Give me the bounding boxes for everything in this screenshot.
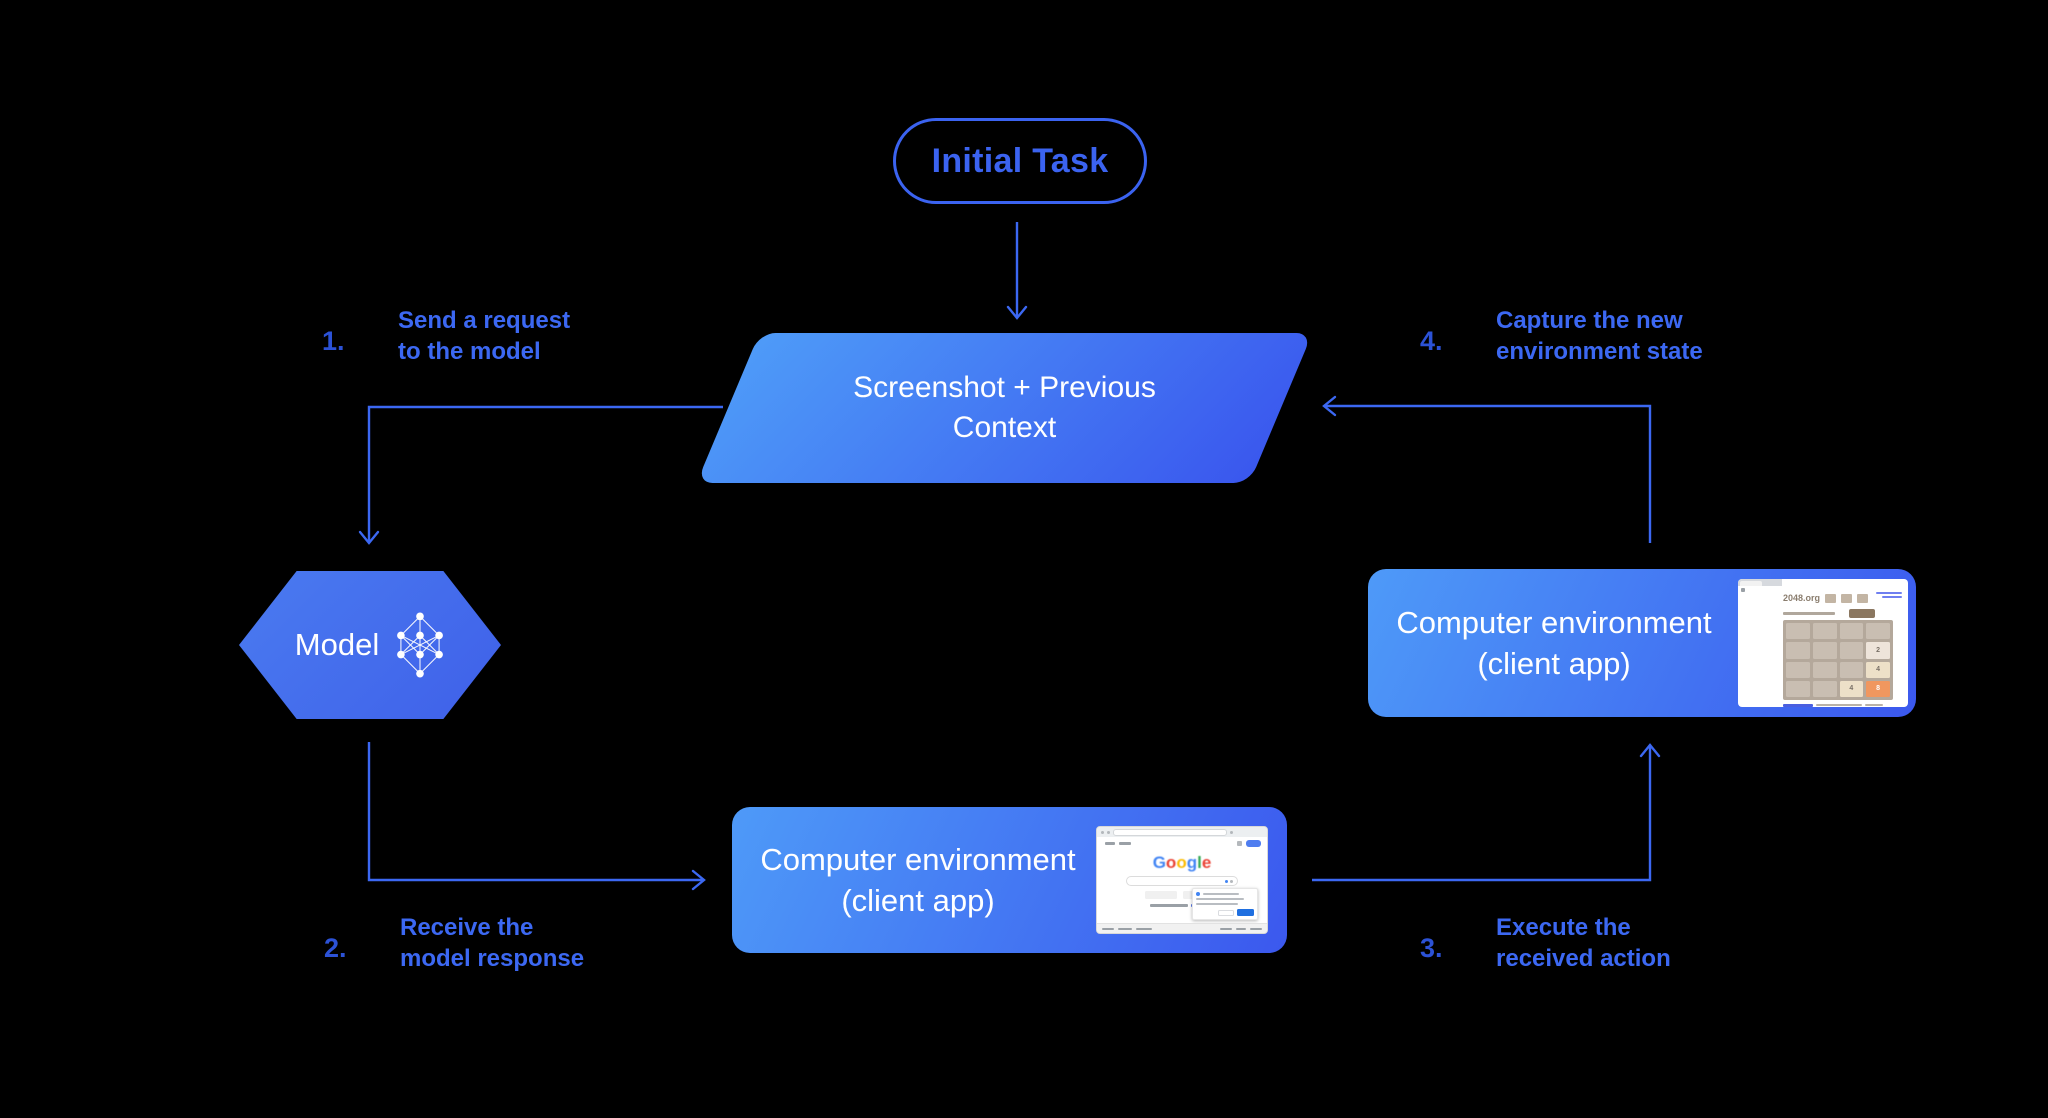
search-icon (1230, 879, 1233, 883)
context-label-line2: Context (952, 411, 1057, 444)
step-label-2: 2. Receive the model response (324, 912, 584, 974)
arrow-environment-to-context (1322, 395, 1652, 543)
cookie-accept-button (1237, 909, 1254, 916)
step-3-line1: Execute the (1496, 914, 1631, 941)
env-right-line1: Computer environment (1396, 605, 1712, 640)
step-3-line2: received action (1496, 945, 1671, 972)
arrow-context-to-model (358, 405, 723, 545)
site-title-2048: 2048.org (1783, 593, 1821, 603)
tile-8: 8 (1866, 680, 1890, 697)
score-box (1841, 593, 1853, 603)
browser-back-icon (1741, 588, 1745, 592)
browser-address-bar (1097, 827, 1267, 837)
screenshot-thumbnail-google: Google (1096, 826, 1268, 934)
mic-icon (1225, 879, 1228, 883)
tile-4: 4 (1866, 661, 1890, 678)
step-label-3: 3. Execute the received action (1420, 912, 1671, 974)
apps-grid-icon (1237, 841, 1242, 846)
google-logo: Google (1152, 853, 1212, 872)
tagline-text (1783, 612, 1835, 615)
model-label: Model (294, 627, 380, 662)
step-4-number: 4. (1420, 325, 1443, 356)
browser-tab-bar (1738, 579, 1782, 586)
step-4-line1: Capture the new (1496, 307, 1683, 334)
env-right-line2: (client app) (1477, 646, 1631, 681)
neural-network-icon (397, 612, 444, 678)
step-1-line1: Send a request (398, 307, 571, 334)
env-bottom-line1: Computer environment (760, 842, 1076, 877)
screenshot-thumbnail-2048: 2048.org 2 4 4 8 (1738, 579, 1908, 707)
initial-task-label: Initial Task (931, 141, 1109, 180)
score-box (1825, 593, 1837, 603)
game-grid-2048: 2 4 4 8 (1783, 620, 1893, 700)
tile-2: 2 (1866, 642, 1890, 659)
node-computer-environment-bottom: Computer environment (client app) Google (732, 807, 1287, 953)
header-links (1876, 592, 1902, 598)
node-computer-environment-right: Computer environment (client app) 2048.o… (1368, 569, 1916, 717)
node-model: Model (239, 571, 501, 719)
step-label-4: 4. Capture the new environment state (1420, 305, 1703, 367)
sign-in-button (1246, 840, 1261, 847)
arrow-model-to-environment (367, 742, 706, 891)
google-search-button (1145, 891, 1177, 899)
gmail-images-links (1105, 842, 1131, 845)
tile-4: 4 (1839, 680, 1864, 697)
node-initial-task: Initial Task (893, 118, 1147, 204)
step-2-number: 2. (324, 932, 347, 963)
step-4-line2: environment state (1496, 338, 1703, 365)
step-label-1: 1. Send a request to the model (322, 305, 570, 367)
footer-link-text (1783, 704, 1883, 707)
arrow-environment-to-environment (1312, 743, 1661, 882)
step-2-line1: Receive the (400, 914, 534, 941)
context-label-line1: Screenshot + Previous (853, 371, 1156, 404)
step-1-number: 1. (322, 325, 345, 356)
env-bottom-line2: (client app) (841, 883, 995, 918)
new-game-button (1849, 609, 1875, 618)
score-box (1857, 593, 1869, 603)
step-3-number: 3. (1420, 932, 1443, 963)
search-input (1126, 876, 1238, 886)
page-footer (1097, 923, 1267, 933)
cookie-customize-button (1218, 910, 1234, 916)
step-2-line2: model response (400, 945, 585, 972)
step-1-line2: to the model (398, 338, 541, 365)
cookie-consent-dialog (1192, 888, 1258, 920)
node-screenshot-context: Screenshot + Previous Context (696, 333, 1313, 483)
google-g-icon (1196, 892, 1200, 896)
